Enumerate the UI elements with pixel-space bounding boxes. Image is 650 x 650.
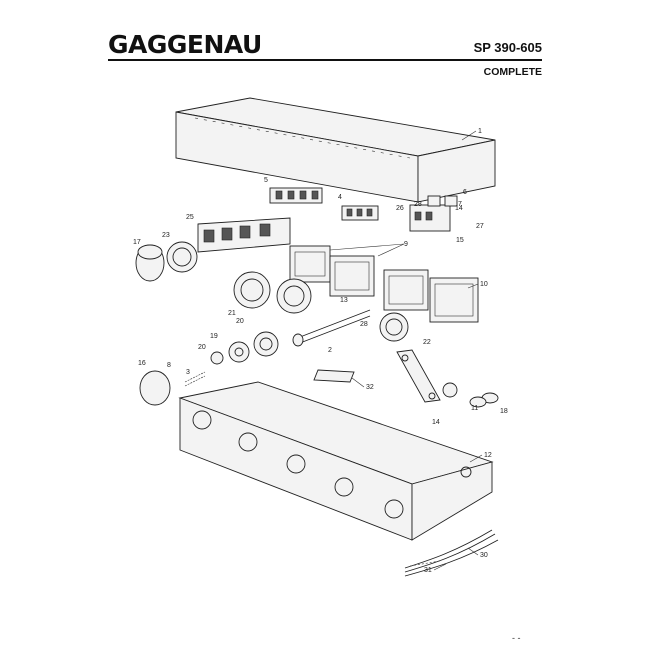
- switch-panel-25: [197, 217, 291, 253]
- top-cover: [175, 97, 496, 203]
- part-label-12: 12: [484, 452, 492, 459]
- part-label-8: 8: [167, 362, 171, 369]
- part-label-11: 11: [471, 405, 478, 412]
- part-label-4: 4: [338, 194, 342, 201]
- bezel-ring-23: [166, 241, 198, 273]
- control-knob-16: [139, 370, 171, 406]
- rotary-switch-2: [329, 255, 375, 297]
- terminal-cluster-right: [409, 195, 458, 232]
- part-label-21: 21: [228, 310, 236, 317]
- part-label-20: 20: [198, 344, 206, 351]
- label-plate-32: [313, 369, 355, 383]
- part-label-1: 1: [478, 128, 482, 135]
- part-label-31: 31: [424, 567, 432, 574]
- rotary-switch-3: [383, 269, 429, 311]
- part-label-9: 9: [404, 241, 408, 248]
- model-number: SP 390-605: [473, 40, 542, 55]
- part-label-14b: 14: [455, 205, 463, 212]
- terminal-block-5: [269, 187, 323, 204]
- base-tray-12: [178, 381, 494, 541]
- part-label-28b: 28: [414, 201, 422, 208]
- bezel-ring-21b: [276, 278, 312, 314]
- part-label-30: 30: [480, 552, 488, 559]
- footer-mark: - -: [512, 633, 521, 643]
- part-label-14: 14: [432, 419, 440, 426]
- rotary-switch-10: [429, 277, 479, 323]
- part-label-7: 7: [458, 201, 462, 208]
- part-labels: 1 2 3 4 5 6 7 8 9 10 11 12 13 14 14 15 1…: [133, 128, 508, 574]
- part-label-22: 22: [423, 339, 431, 346]
- part-label-27: 27: [476, 223, 484, 230]
- part-label-25: 25: [186, 214, 194, 221]
- washer-19: [210, 351, 224, 365]
- part-label-18: 18: [500, 408, 508, 415]
- part-label-3: 3: [186, 369, 190, 376]
- part-label-5: 5: [264, 177, 268, 184]
- cable-clip-11: [442, 382, 458, 398]
- shaft-2: [292, 309, 371, 347]
- header-rule: [108, 59, 542, 61]
- diagram-subtitle: COMPLETE: [483, 66, 542, 78]
- part-label-15: 15: [456, 237, 464, 244]
- part-label-17: 17: [133, 239, 141, 246]
- rotary-switch-1: [289, 245, 331, 283]
- bezel-ring-22: [379, 312, 409, 342]
- part-label-23: 23: [162, 232, 170, 239]
- cable-harness: [404, 529, 499, 577]
- bracket-14: [396, 349, 441, 403]
- bezel-ring-21a: [233, 271, 271, 309]
- part-label-2: 2: [328, 347, 332, 354]
- washer-20a: [228, 341, 250, 363]
- chain-link-18: [469, 392, 499, 408]
- terminal-block-4: [341, 205, 379, 221]
- control-knob-17: [135, 244, 165, 282]
- washer-20b: [253, 331, 279, 357]
- leader-lines: [329, 130, 483, 571]
- spring-3: [184, 371, 206, 387]
- part-label-20b: 20: [236, 318, 244, 325]
- part-label-6: 6: [463, 189, 467, 196]
- part-label-32: 32: [366, 384, 374, 391]
- brand-logo: GAGGENAU: [108, 30, 262, 59]
- part-label-10: 10: [480, 281, 488, 288]
- part-label-13: 13: [340, 297, 348, 304]
- part-label-28: 28: [360, 321, 368, 328]
- part-label-26: 26: [396, 205, 404, 212]
- part-label-19: 19: [210, 333, 218, 340]
- part-label-16: 16: [138, 360, 146, 367]
